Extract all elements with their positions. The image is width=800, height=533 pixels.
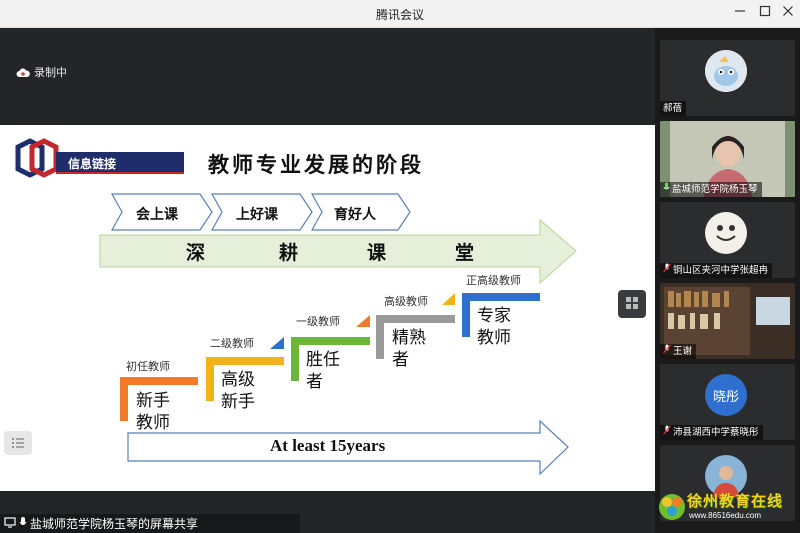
badge-bar [56,152,184,172]
initials-avatar: 晓彤 [705,374,747,416]
watermark-logo-icon [657,492,687,522]
participant-name: 沛县湖西中学蔡晓彤 [660,425,763,440]
participant-tile[interactable]: 晓彤 沛县湖西中学蔡晓彤 [660,364,795,440]
cloud-record-icon [16,68,30,77]
maximize-icon[interactable] [755,4,775,24]
smile-face-avatar [705,212,747,254]
title-bar: 腾讯会议 [0,0,800,28]
bottom-arrow-label: At least 15years [270,436,386,455]
slide-badge: 信息链接 [68,157,117,171]
cartoon-character-avatar [705,50,747,92]
participant-name: 王谢 [660,344,697,359]
participant-tile[interactable]: 铜山区夹河中学张超冉 [660,202,795,278]
stage-title-2: 二级教师 [210,337,254,350]
mic-muted-icon [663,425,671,440]
banner-char-3: 课 [367,242,387,264]
stage-title-1: 初任教师 [126,360,170,373]
mic-muted-icon [663,263,671,278]
banner-char-1: 深 [186,242,206,264]
screen-share-area: 录制中 [0,28,655,533]
watermark-url: www.86516edu.com [689,511,762,520]
watermark-title: 徐州教育在线 [687,492,784,510]
stage-title-3: 一级教师 [296,315,340,328]
layout-toggle-button[interactable] [618,290,646,318]
participant-tile[interactable]: 郝蓓 [660,40,795,116]
participant-name: 盐城师范学院杨玉琴 [660,182,762,197]
banner-char-2: 耕 [279,242,299,264]
mic-on-icon [663,182,670,197]
mic-icon [19,516,27,531]
recording-label: 录制中 [34,66,67,79]
stage-label-4: 精熟者 [392,328,426,370]
chevron-label-2: 上好课 [236,207,278,223]
minimize-icon[interactable] [730,4,750,24]
stage-label-1: 新手教师 [136,391,170,433]
watermark: 徐州教育在线 www.86516edu.com [655,488,800,528]
mic-muted-icon [663,344,671,359]
stage-title-5: 正高级教师 [466,274,521,287]
close-icon[interactable] [778,4,798,24]
recording-indicator[interactable]: 录制中 [16,64,67,80]
stage-title-4: 高级教师 [384,295,428,308]
banner-char-4: 堂 [455,242,475,264]
share-status-bar: 盐城师范学院杨玉琴的屏幕共享 [0,514,300,533]
list-menu-button[interactable] [4,431,32,455]
participant-panel: 郝蓓 盐城师范学院杨玉琴 铜山区夹河中学张超冉 王谢 晓彤 [655,28,800,533]
photo-avatar [705,455,747,497]
stage-label-2: 高级新手 [221,370,255,412]
screen-share-icon [4,516,16,531]
grid-icon [625,295,639,314]
share-owner-label: 盐城师范学院杨玉琴的屏幕共享 [30,517,199,531]
list-icon [11,434,25,453]
participant-tile[interactable]: 王谢 [660,283,795,359]
window-title: 腾讯会议 [375,8,424,22]
participant-name: 铜山区夹河中学张超冉 [660,263,773,278]
participant-tile[interactable]: 盐城师范学院杨玉琴 [660,121,795,197]
stairs [120,293,540,421]
participant-name: 郝蓓 [660,101,687,116]
stage-label-3: 胜任者 [306,350,340,392]
logo-icon [15,138,59,178]
shared-slide: 信息链接 教师专业发展的阶段 会上课 上好课 育好人 深 耕 课 堂 初任教师 … [0,125,655,491]
chevron-label-1: 会上课 [136,207,178,223]
chevron-group [110,193,411,231]
slide-title: 教师专业发展的阶段 [208,152,424,177]
stage-label-5: 专家教师 [477,306,511,348]
chevron-label-3: 育好人 [334,207,376,223]
slide-graphics [15,138,577,476]
